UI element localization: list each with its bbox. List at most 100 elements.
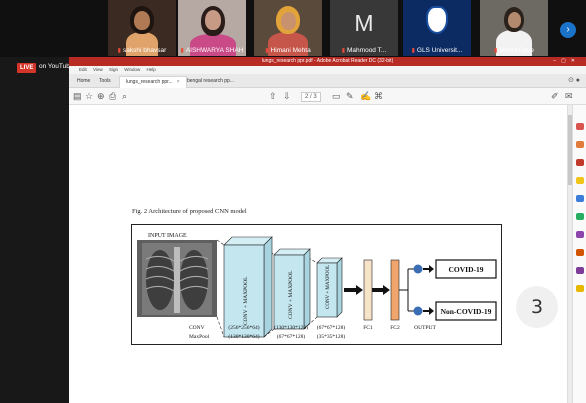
class-arrows: [423, 265, 434, 315]
participant-name: AISHWARYA SHAH: [185, 47, 244, 54]
block-label: CONV + MAXPOOL: [288, 270, 294, 319]
combine-files-icon[interactable]: [576, 195, 584, 202]
right-lung: [180, 250, 208, 310]
create-pdf-tool-icon[interactable]: [576, 159, 584, 166]
participant-tile[interactable]: ▮GLS Universit...: [403, 0, 471, 56]
cnn-diagram: INPUT IMAGE: [137, 233, 497, 340]
more-tools-pane-icon[interactable]: [576, 267, 584, 274]
more-tools-icon[interactable]: ⌘: [374, 91, 383, 101]
pool-size: (130*130*64): [228, 333, 259, 340]
participant-initial: M: [354, 10, 374, 36]
tab-bar: Home Tools lungs_research ppr...× bengal…: [69, 74, 586, 88]
current-page: 2: [305, 94, 309, 100]
window-title: lungs_research ppr.pdf - Adobe Acrobat R…: [261, 58, 394, 64]
edit-icon[interactable]: ✐: [551, 91, 559, 101]
class-label-covid: COVID-19: [449, 265, 484, 274]
block-label: CONV + MAXPOOL: [243, 276, 249, 325]
prev-page-icon[interactable]: ⇧: [269, 91, 277, 101]
organize-pages-icon[interactable]: [576, 213, 584, 220]
ribs: [145, 255, 209, 292]
comment-icon[interactable]: ▭: [332, 91, 341, 101]
fc2-label: FC2: [390, 325, 400, 331]
tab-label: lungs_research ppr...: [126, 79, 173, 85]
tab-label: Tools: [99, 78, 111, 84]
left-lung: [146, 250, 174, 310]
window-titlebar: lungs_research ppr.pdf - Adobe Acrobat R…: [69, 57, 586, 66]
live-badge: LIVE: [17, 63, 37, 73]
fc1-label: FC1: [363, 325, 373, 331]
participant-tile[interactable]: ▮Himani Mehta: [254, 0, 322, 56]
row-label-conv: CONV: [189, 325, 205, 331]
university-crest-icon: [426, 6, 448, 34]
participant-tile[interactable]: M ▮Mahmood T...: [330, 0, 398, 56]
stamp-icon[interactable]: [576, 285, 584, 292]
pen-icon[interactable]: ✎: [346, 91, 354, 101]
menu-help[interactable]: Help: [146, 67, 156, 72]
edit-pdf-icon[interactable]: [576, 141, 584, 148]
class-label-noncovid: Non-COVID-19: [441, 307, 492, 316]
page-number-field[interactable]: 2 / 3: [301, 92, 321, 102]
protect-icon[interactable]: [576, 249, 584, 256]
flow-arrows: [344, 285, 390, 295]
block-label: CONV + MAXPOOL: [326, 265, 331, 309]
class-box-noncovid: [435, 301, 497, 321]
tab-label: bengal research pp...: [187, 78, 234, 84]
close-icon[interactable]: ×: [176, 79, 180, 85]
pool-size: (67*67*128): [277, 333, 306, 340]
mic-muted-icon: ▮: [494, 48, 498, 54]
chevron-right-icon: ›: [566, 24, 570, 35]
sign-icon[interactable]: ✍: [360, 91, 372, 101]
participant-name: Mehul Dave: [499, 47, 534, 54]
participant-tile[interactable]: ▮AISHWARYA SHAH: [178, 0, 246, 56]
tab-bengal-research[interactable]: bengal research pp...: [181, 76, 240, 88]
conv-size: (256*256*64): [228, 324, 259, 331]
menu-bar: Edit View Sign Window Help: [69, 66, 586, 74]
help-icon[interactable]: ⊙ ●: [567, 77, 580, 84]
create-pdf-icon[interactable]: ▤: [73, 91, 82, 101]
fc2-layer: [390, 259, 400, 321]
mic-muted-icon: ▮: [117, 48, 121, 54]
fc1-layer: [363, 259, 373, 321]
total-pages: / 3: [310, 94, 317, 100]
window-controls[interactable]: –▢✕: [553, 58, 580, 64]
participant-name: sakshi bhavsar: [122, 47, 167, 54]
pool-size: (35*35*128): [317, 333, 346, 340]
share-icon[interactable]: ⊕: [97, 91, 105, 101]
menu-view[interactable]: View: [93, 67, 103, 72]
output-branches: [399, 268, 416, 312]
export-pdf-icon[interactable]: [576, 123, 584, 130]
next-participants-button[interactable]: ›: [560, 22, 576, 38]
mic-muted-icon: ▮: [411, 48, 415, 54]
tab-lungs-research[interactable]: lungs_research ppr...×: [119, 76, 187, 88]
next-page-icon[interactable]: ⇩: [283, 91, 291, 101]
output-node-noncovid: [413, 306, 423, 316]
participant-name: Mahmood T...: [347, 47, 387, 54]
menu-edit[interactable]: Edit: [79, 67, 87, 72]
bookmark-star-icon[interactable]: ☆: [85, 91, 94, 101]
tab-tools[interactable]: Tools: [93, 76, 117, 88]
reader-toolbar: ▤ ☆ ⊕ ⎙ ⌕ ⇧ ⇩ 2 / 3 ▭ ✎ ✍ ⌘ ✐ ✉: [69, 88, 586, 105]
tab-home[interactable]: Home: [71, 76, 96, 88]
participant-tile[interactable]: ▮Mehul Dave: [480, 0, 548, 56]
search-icon[interactable]: ⌕: [122, 91, 128, 101]
scrollbar-thumb[interactable]: [568, 115, 572, 185]
participant-tile[interactable]: ▮sakshi bhavsar: [108, 0, 176, 56]
comment-tool-icon[interactable]: [576, 177, 584, 184]
mic-muted-icon: ▮: [180, 48, 184, 54]
participant-name: Himani Mehta: [270, 47, 311, 54]
conv-block-3: CONV + MAXPOOL: [316, 257, 343, 318]
tools-pane: [572, 105, 586, 403]
print-icon[interactable]: ⎙: [109, 91, 117, 101]
fill-sign-icon[interactable]: [576, 231, 584, 238]
pdf-page: Fig. 2 Architecture of proposed CNN mode…: [69, 105, 567, 403]
cnn-architecture-figure: INPUT IMAGE: [131, 224, 502, 345]
document-area: Fig. 2 Architecture of proposed CNN mode…: [69, 105, 567, 403]
menu-sign[interactable]: Sign: [108, 67, 118, 72]
mic-muted-icon: ▮: [265, 48, 269, 54]
spine: [174, 247, 180, 313]
mail-icon[interactable]: ✉: [565, 91, 573, 101]
participant-name: GLS Universit...: [416, 47, 463, 54]
vertical-scrollbar[interactable]: [567, 105, 572, 403]
figure-caption: Fig. 2 Architecture of proposed CNN mode…: [132, 208, 247, 215]
menu-window[interactable]: Window: [124, 67, 141, 72]
